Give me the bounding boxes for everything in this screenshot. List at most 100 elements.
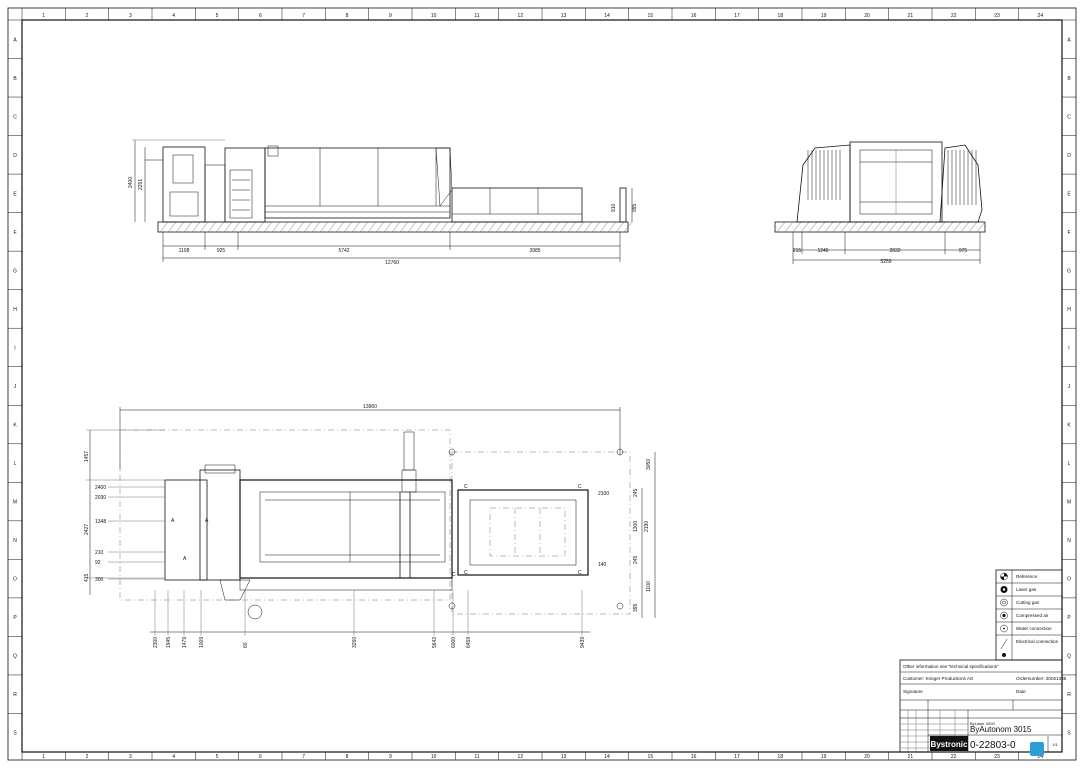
frame-col-label-top: 2 (86, 13, 89, 19)
laser-gas-icon (1000, 586, 1008, 593)
frame-row-label-right: C (1067, 114, 1071, 120)
table-end-post (619, 187, 627, 223)
main-housing (264, 147, 451, 219)
customer-text: Customer: Krieger Productions AG (903, 676, 974, 681)
frame-col-label-bottom: 4 (172, 754, 175, 760)
legend-label: Electrical connection (1016, 639, 1059, 644)
frame-labels: 1122334455667788991010111112121313141415… (13, 13, 1071, 760)
side-dim-3: 5742 (338, 248, 349, 254)
right-dim-label: 245 (633, 488, 639, 497)
frame-col-label-top: 13 (561, 13, 567, 19)
frame-row-label-left: L (14, 461, 17, 467)
frame-row-label-left: D (13, 153, 17, 159)
frame-col-label-top: 10 (431, 13, 437, 19)
right-dim-label: 1300 (633, 521, 639, 532)
bottom-coord-label: 9439 (580, 637, 586, 648)
left-coord-label: 1348 (95, 519, 106, 525)
legend-label: Cutting gas (1016, 600, 1040, 605)
shuttle-table (451, 187, 583, 223)
frame-col-label-top: 11 (474, 13, 479, 19)
floor-hatch (159, 221, 633, 233)
end-dim-2: 1240 (817, 248, 828, 254)
order-number-text: Ordernumber: 30021335 (1016, 676, 1067, 681)
frame-row-label-right: L (1068, 461, 1071, 467)
side-right-h1: 910 (611, 203, 617, 212)
frame-row-label-right: K (1067, 423, 1071, 429)
plan-loader (164, 479, 208, 581)
frame-col-label-bottom: 6 (259, 754, 262, 760)
frame-col-label-bottom: 13 (561, 754, 567, 760)
end-view: 215 1240 2832 975 5259 (774, 141, 986, 265)
left-coord-label: 210 (95, 550, 104, 556)
frame-row-label-left: G (13, 268, 17, 274)
section-marker: A (205, 518, 209, 524)
frame-col-label-bottom: 21 (908, 754, 914, 760)
frame-row-label-right: D (1067, 153, 1071, 159)
side-total: 12760 (385, 260, 399, 266)
frame-row-label-left: E (13, 191, 17, 197)
frame-col-label-bottom: 1 (42, 754, 45, 760)
frame-col-label-top: 23 (994, 13, 1000, 19)
end-dim-4: 975 (959, 248, 968, 254)
side-height-outer: 2400 (128, 177, 134, 188)
section-marker: C (578, 570, 582, 576)
frame-col-label-top: 1 (42, 13, 45, 19)
title-block-frame (899, 659, 1063, 753)
loader-link (204, 164, 226, 223)
water-connection-icon (1000, 624, 1008, 633)
frame-col-label-top: 14 (604, 13, 610, 19)
corner-logo-icon (1030, 742, 1044, 756)
signature-label: Signature (903, 689, 923, 694)
bottom-coord-label: 5642 (432, 637, 438, 648)
bottom-coord-label: 3260 (352, 637, 358, 648)
frame-col-label-top: 5 (216, 13, 219, 19)
plan-tower (401, 469, 417, 493)
drawing-number: 0-22803-0 (970, 740, 1016, 751)
bottom-coord-label: 6000 (451, 637, 457, 648)
frame-col-label-top: 6 (259, 13, 262, 19)
end-right-wing (939, 144, 983, 223)
end-grille-left (807, 150, 841, 200)
frame-col-label-bottom: 18 (778, 754, 784, 760)
right-dim-label: 1100 (646, 581, 652, 592)
left-coord-label: 2400 (95, 485, 106, 491)
bottom-coord-label: 60 (243, 642, 249, 648)
plan-cutting-area (259, 491, 446, 563)
frame-col-label-top: 7 (302, 13, 305, 19)
frame-row-label-right: F (1067, 230, 1070, 236)
frame-row-label-right: P (1067, 615, 1071, 621)
plan-operator-station (219, 579, 251, 601)
frame-row-label-left: P (13, 615, 17, 621)
bottom-coord-label: 1945 (166, 637, 172, 648)
plan-top-total: 13960 (363, 404, 377, 410)
end-dim-1: 215 (793, 248, 802, 254)
frame-col-label-bottom: 17 (734, 754, 740, 760)
frame-row-label-right: G (1067, 268, 1071, 274)
plan-footprint (119, 429, 451, 601)
product-name: ByAutonom 3015 (970, 725, 1032, 734)
frame-col-label-bottom: 7 (302, 754, 305, 760)
frame-col-label-top: 4 (172, 13, 175, 19)
frame-col-label-bottom: 22 (951, 754, 957, 760)
frame-col-label-top: 20 (864, 13, 870, 19)
plan-shuttle-table (457, 489, 589, 576)
date-label: Date (1016, 689, 1026, 694)
frame-col-label-top: 19 (821, 13, 827, 19)
frame-row-label-left: O (13, 577, 17, 583)
left-coord-label: 2030 (95, 495, 106, 501)
brand-text: Bystronic (931, 740, 968, 749)
frame-ticks (8, 8, 1076, 760)
corner-post-icon (616, 602, 624, 610)
legend-label: Water connection (1016, 626, 1052, 631)
frame-col-label-top: 24 (1038, 13, 1044, 19)
frame-row-label-left: J (14, 384, 17, 390)
frame-row-label-right: S (1067, 731, 1071, 737)
plan-left-dim-2: 2427 (84, 524, 90, 535)
right-dim-label: 2190 (644, 521, 650, 532)
section-marker: C (578, 484, 582, 490)
